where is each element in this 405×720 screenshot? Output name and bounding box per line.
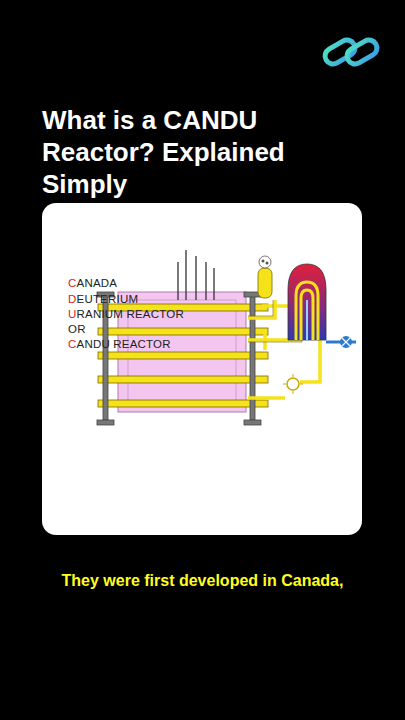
white-panel <box>42 203 362 535</box>
acronym-line: DEUTERIUM <box>68 292 138 306</box>
fuel-channel <box>98 376 268 383</box>
fuel-channel <box>98 352 268 359</box>
acronym-line: CANADA <box>68 276 117 290</box>
subtitle-caption: They were first developed in Canada, <box>50 570 355 592</box>
logo <box>322 37 380 67</box>
acronym-line: OR <box>68 322 86 336</box>
reactor-drawing <box>97 250 356 425</box>
acronym-line: URANIUM REACTOR <box>68 307 184 321</box>
acronym-line: CANDU REACTOR <box>68 337 171 351</box>
fuel-channel <box>98 328 268 335</box>
video-title: What is a CANDU Reactor? Explained Simpl… <box>42 104 342 200</box>
fuel-channel <box>98 400 268 407</box>
